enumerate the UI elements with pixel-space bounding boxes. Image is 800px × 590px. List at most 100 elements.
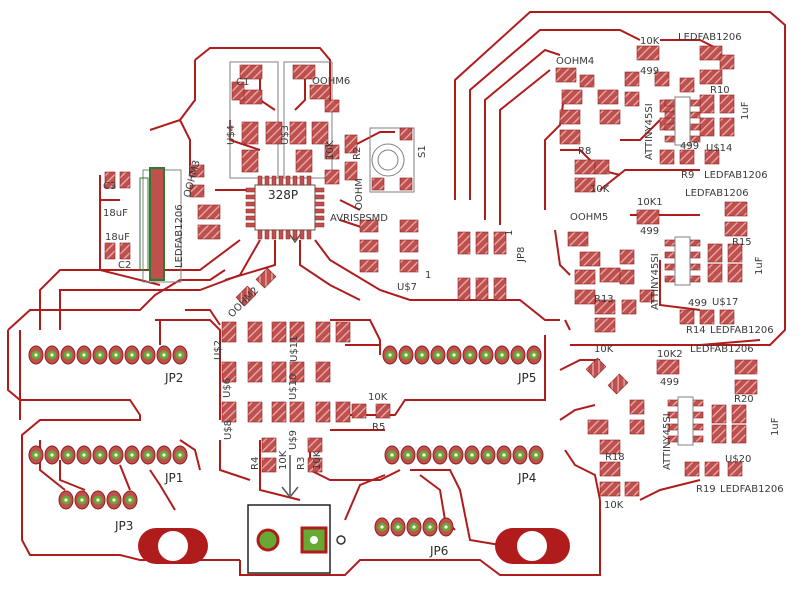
label-r10: R10 xyxy=(710,85,730,96)
label-r18: R18 xyxy=(605,452,625,463)
jp3-pin-hole xyxy=(96,498,100,502)
headers xyxy=(28,345,544,537)
jp4-pin-hole xyxy=(454,453,458,457)
label-jp6: JP6 xyxy=(429,544,448,558)
jp6-pin-hole xyxy=(396,525,400,529)
jp5-pin-hole xyxy=(516,353,520,357)
label-499-3: 499 xyxy=(640,226,659,237)
jp4-pin-hole xyxy=(422,453,426,457)
silk-labels: C3 18uF 18uF C2 OOHM3 LEDFAB1206 328P U$… xyxy=(103,32,784,558)
jp1-pin-hole xyxy=(82,453,86,457)
label-uf-1: 1uF xyxy=(740,101,751,120)
label-u4: U$4 xyxy=(226,125,237,145)
label-c1: C1 xyxy=(236,77,249,88)
label-pin1-avrisp: 1 xyxy=(425,270,431,281)
label-ledfab-1: LEDFAB1206 xyxy=(678,32,742,43)
label-499-2: 499 xyxy=(680,141,699,152)
label-attiny-1: ATTINY45SI xyxy=(644,103,655,160)
jp2-pin-hole xyxy=(114,353,118,357)
label-mcu: 328P xyxy=(268,188,298,202)
jp3-pin-hole xyxy=(64,498,68,502)
jp1-pin-hole xyxy=(162,453,166,457)
label-r4: R4 xyxy=(250,457,261,470)
label-attiny-2: ATTINY45SI xyxy=(650,253,661,310)
label-r15: R15 xyxy=(732,237,752,248)
jp5-pin-hole xyxy=(484,353,488,357)
jp4-pin-hole xyxy=(406,453,410,457)
label-c2-value: 18uF xyxy=(105,232,130,243)
label-r5: R5 xyxy=(372,422,385,433)
jp4-pin-hole xyxy=(390,453,394,457)
jp5-pin-hole xyxy=(500,353,504,357)
jp3-pin-hole xyxy=(112,498,116,502)
jp2-pin-hole xyxy=(66,353,70,357)
crystal xyxy=(139,167,165,281)
label-10k-1: 10K xyxy=(640,36,660,47)
label-499-1: 499 xyxy=(640,66,659,77)
jp6-pin-hole xyxy=(428,525,432,529)
jp2-pin-hole xyxy=(50,353,54,357)
label-r2-value: 10K xyxy=(325,140,336,160)
label-uf-2: 1uF xyxy=(754,256,765,275)
jp1-pin-hole xyxy=(50,453,54,457)
jp3-pin-hole xyxy=(128,498,132,502)
jp6-pin-hole xyxy=(444,525,448,529)
power-jack xyxy=(256,526,346,554)
label-499-5: 499 xyxy=(660,377,679,388)
label-attiny-3: ATTINY45SI xyxy=(662,413,673,470)
jp5-pin-hole xyxy=(388,353,392,357)
label-oohm-small: OOHM xyxy=(354,178,365,210)
label-r14: R14 xyxy=(686,325,706,336)
label-ledfab-2: LEDFAB1206 xyxy=(704,170,768,181)
label-r8-value: 10K xyxy=(590,184,610,195)
label-c2: C2 xyxy=(118,260,131,271)
label-jp3: JP3 xyxy=(114,519,133,533)
label-jp8: JP8 xyxy=(516,247,527,263)
jp2-pin-hole xyxy=(130,353,134,357)
label-r19: R19 xyxy=(696,484,716,495)
label-jp2: JP2 xyxy=(164,371,183,385)
jp4-pin-hole xyxy=(534,453,538,457)
label-r4-value: 10K xyxy=(278,450,289,470)
jp5-pin-hole xyxy=(436,353,440,357)
label-u3: U$3 xyxy=(280,125,291,145)
label-u14: U$14 xyxy=(706,143,732,154)
label-r3-value: 10K xyxy=(312,450,323,470)
label-c3-value: 18uF xyxy=(103,208,128,219)
jp6-pin-hole xyxy=(412,525,416,529)
label-c3: C3 xyxy=(103,181,116,192)
jp4-pin-hole xyxy=(518,453,522,457)
label-jp1: JP1 xyxy=(164,471,183,485)
jp2-pin-hole xyxy=(98,353,102,357)
jp4-pin-hole xyxy=(470,453,474,457)
jp2-pin-hole xyxy=(82,353,86,357)
label-avrisp: AVRISPSMD xyxy=(330,213,388,224)
label-u7: U$7 xyxy=(397,282,417,293)
jp2-pin-hole xyxy=(178,353,182,357)
label-oohm6: OOHM6 xyxy=(312,76,350,87)
attiny-bodies xyxy=(674,96,694,446)
label-u11: U$11 xyxy=(289,336,300,362)
label-499-4: 499 xyxy=(688,298,707,309)
label-r3: R3 xyxy=(296,457,307,470)
jp5-pin-hole xyxy=(404,353,408,357)
mounting-holes xyxy=(138,528,570,564)
label-r13: R13 xyxy=(594,294,614,305)
jp5-pin-hole xyxy=(420,353,424,357)
jp2-pin-hole xyxy=(34,353,38,357)
jp1-pin-hole xyxy=(130,453,134,457)
jp2-pin-hole xyxy=(162,353,166,357)
label-ledfab-3: LEDFAB1206 xyxy=(685,188,749,199)
jp4-pin-hole xyxy=(486,453,490,457)
label-r20: R20 xyxy=(734,394,754,405)
traces xyxy=(7,11,786,576)
label-ledfab-6: LEDFAB1206 xyxy=(720,484,784,495)
label-uf-3: 1uF xyxy=(770,417,781,436)
mcu-chip xyxy=(245,175,325,240)
label-s1: S1 xyxy=(417,145,428,158)
jp1-pin-hole xyxy=(146,453,150,457)
label-oohm5: OOHM5 xyxy=(570,212,608,223)
label-r13-value: 10K xyxy=(594,344,614,355)
jp1-pin-hole xyxy=(98,453,102,457)
jp4-pin-hole xyxy=(438,453,442,457)
